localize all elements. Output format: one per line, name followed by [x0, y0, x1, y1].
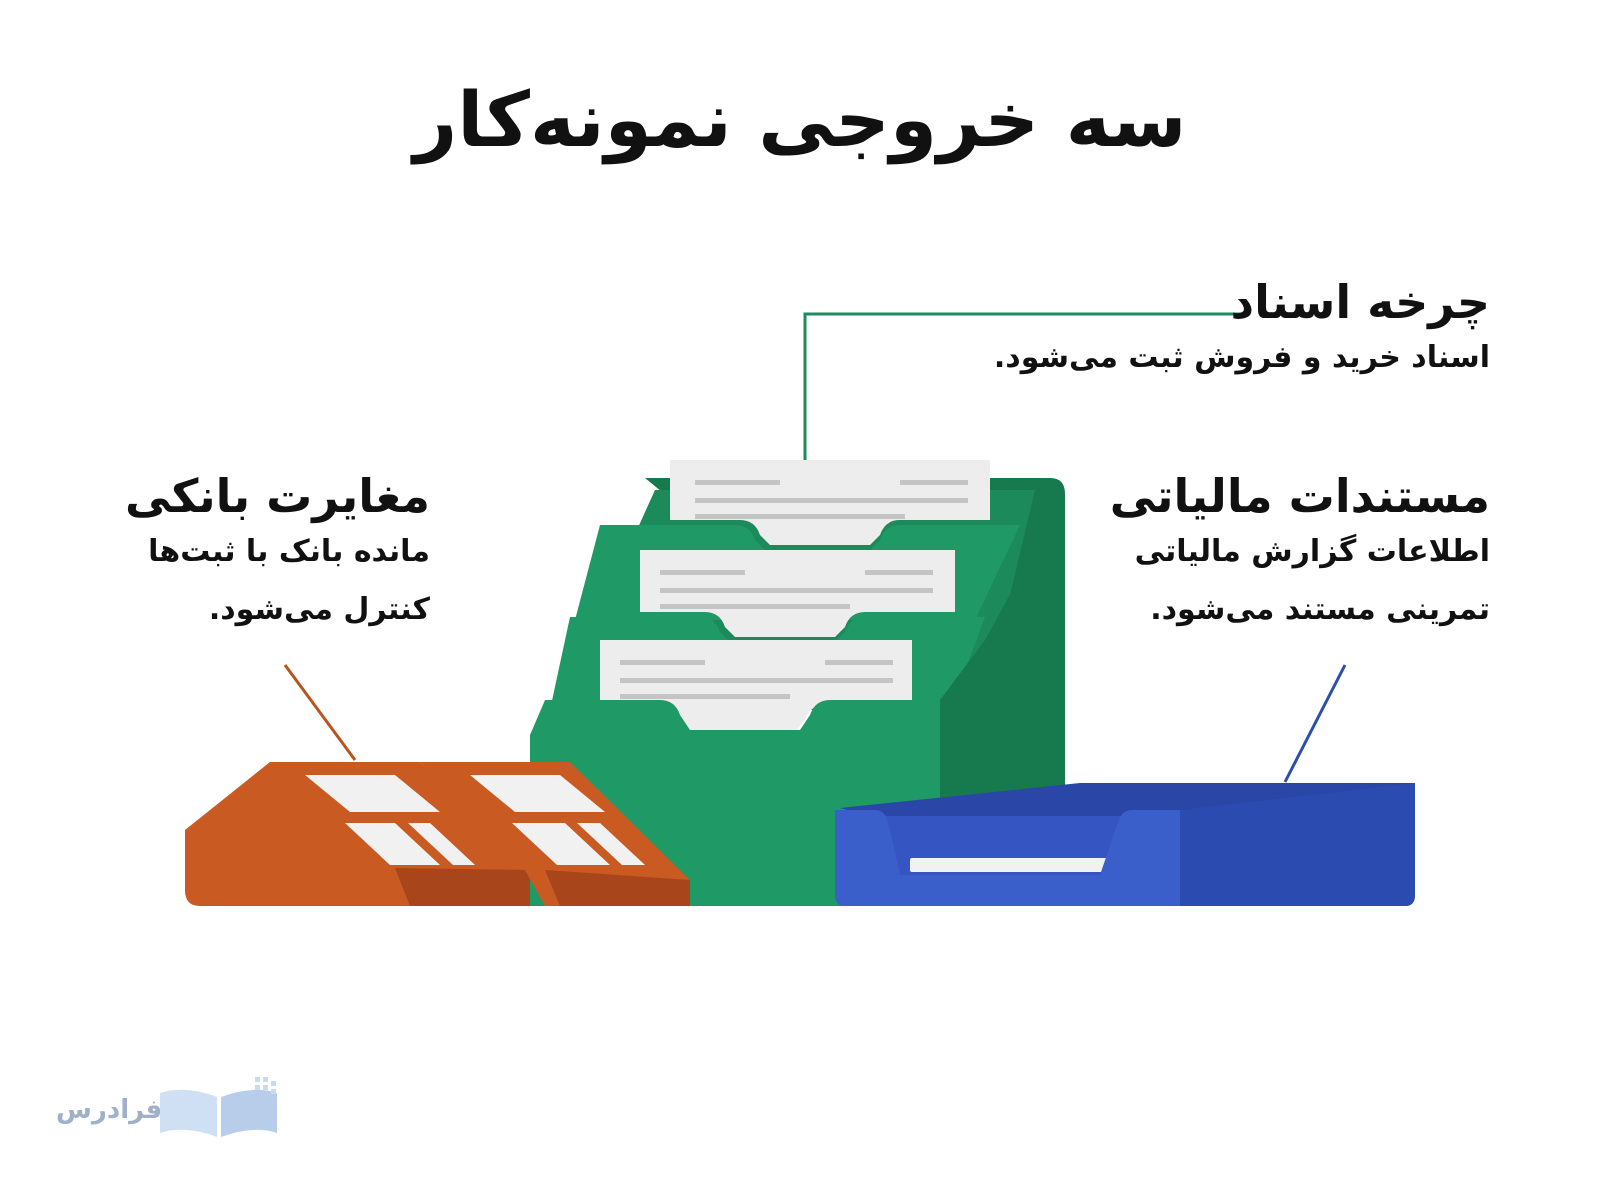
callout-line: اطلاعات گزارش مالیاتی	[1134, 533, 1490, 569]
callout-bank-reconciliation: مغایرت بانکی مانده بانک با ثبت‌ها کنترل …	[120, 470, 430, 639]
paper-sheet-top	[670, 460, 990, 545]
leader-line-bank	[283, 664, 357, 761]
callout-document-cycle: چرخه اسناد اسناد خرید و فروش ثبت می‌شود.	[994, 276, 1490, 387]
paper-sheet-middle	[640, 550, 955, 637]
callout-title: مستندات مالیاتی	[1109, 469, 1490, 523]
callout-title: چرخه اسناد	[1230, 275, 1491, 329]
book-icon	[160, 1077, 277, 1137]
callout-line: مانده بانک با ثبت‌ها	[148, 533, 430, 569]
callout-title: مغایرت بانکی	[125, 469, 430, 523]
callout-tax-documents: مستندات مالیاتی اطلاعات گزارش مالیاتی تم…	[1110, 470, 1490, 639]
callout-line: کنترل می‌شود.	[208, 591, 430, 627]
card-holder-icon	[185, 762, 690, 906]
leader-line-doc-cycle	[803, 312, 1250, 460]
callout-line: اسناد خرید و فروش ثبت می‌شود.	[993, 339, 1490, 375]
logo-text: فرادرس	[56, 1095, 163, 1125]
tray-icon	[835, 783, 1415, 906]
callout-line: تمرینی مستند می‌شود.	[1150, 591, 1490, 627]
logo: فرادرس	[50, 1075, 290, 1145]
leader-line-tax	[1283, 664, 1347, 783]
page-title: سه خروجی نمونه‌کار	[413, 75, 1187, 164]
paper-sheet-bottom	[600, 640, 912, 732]
